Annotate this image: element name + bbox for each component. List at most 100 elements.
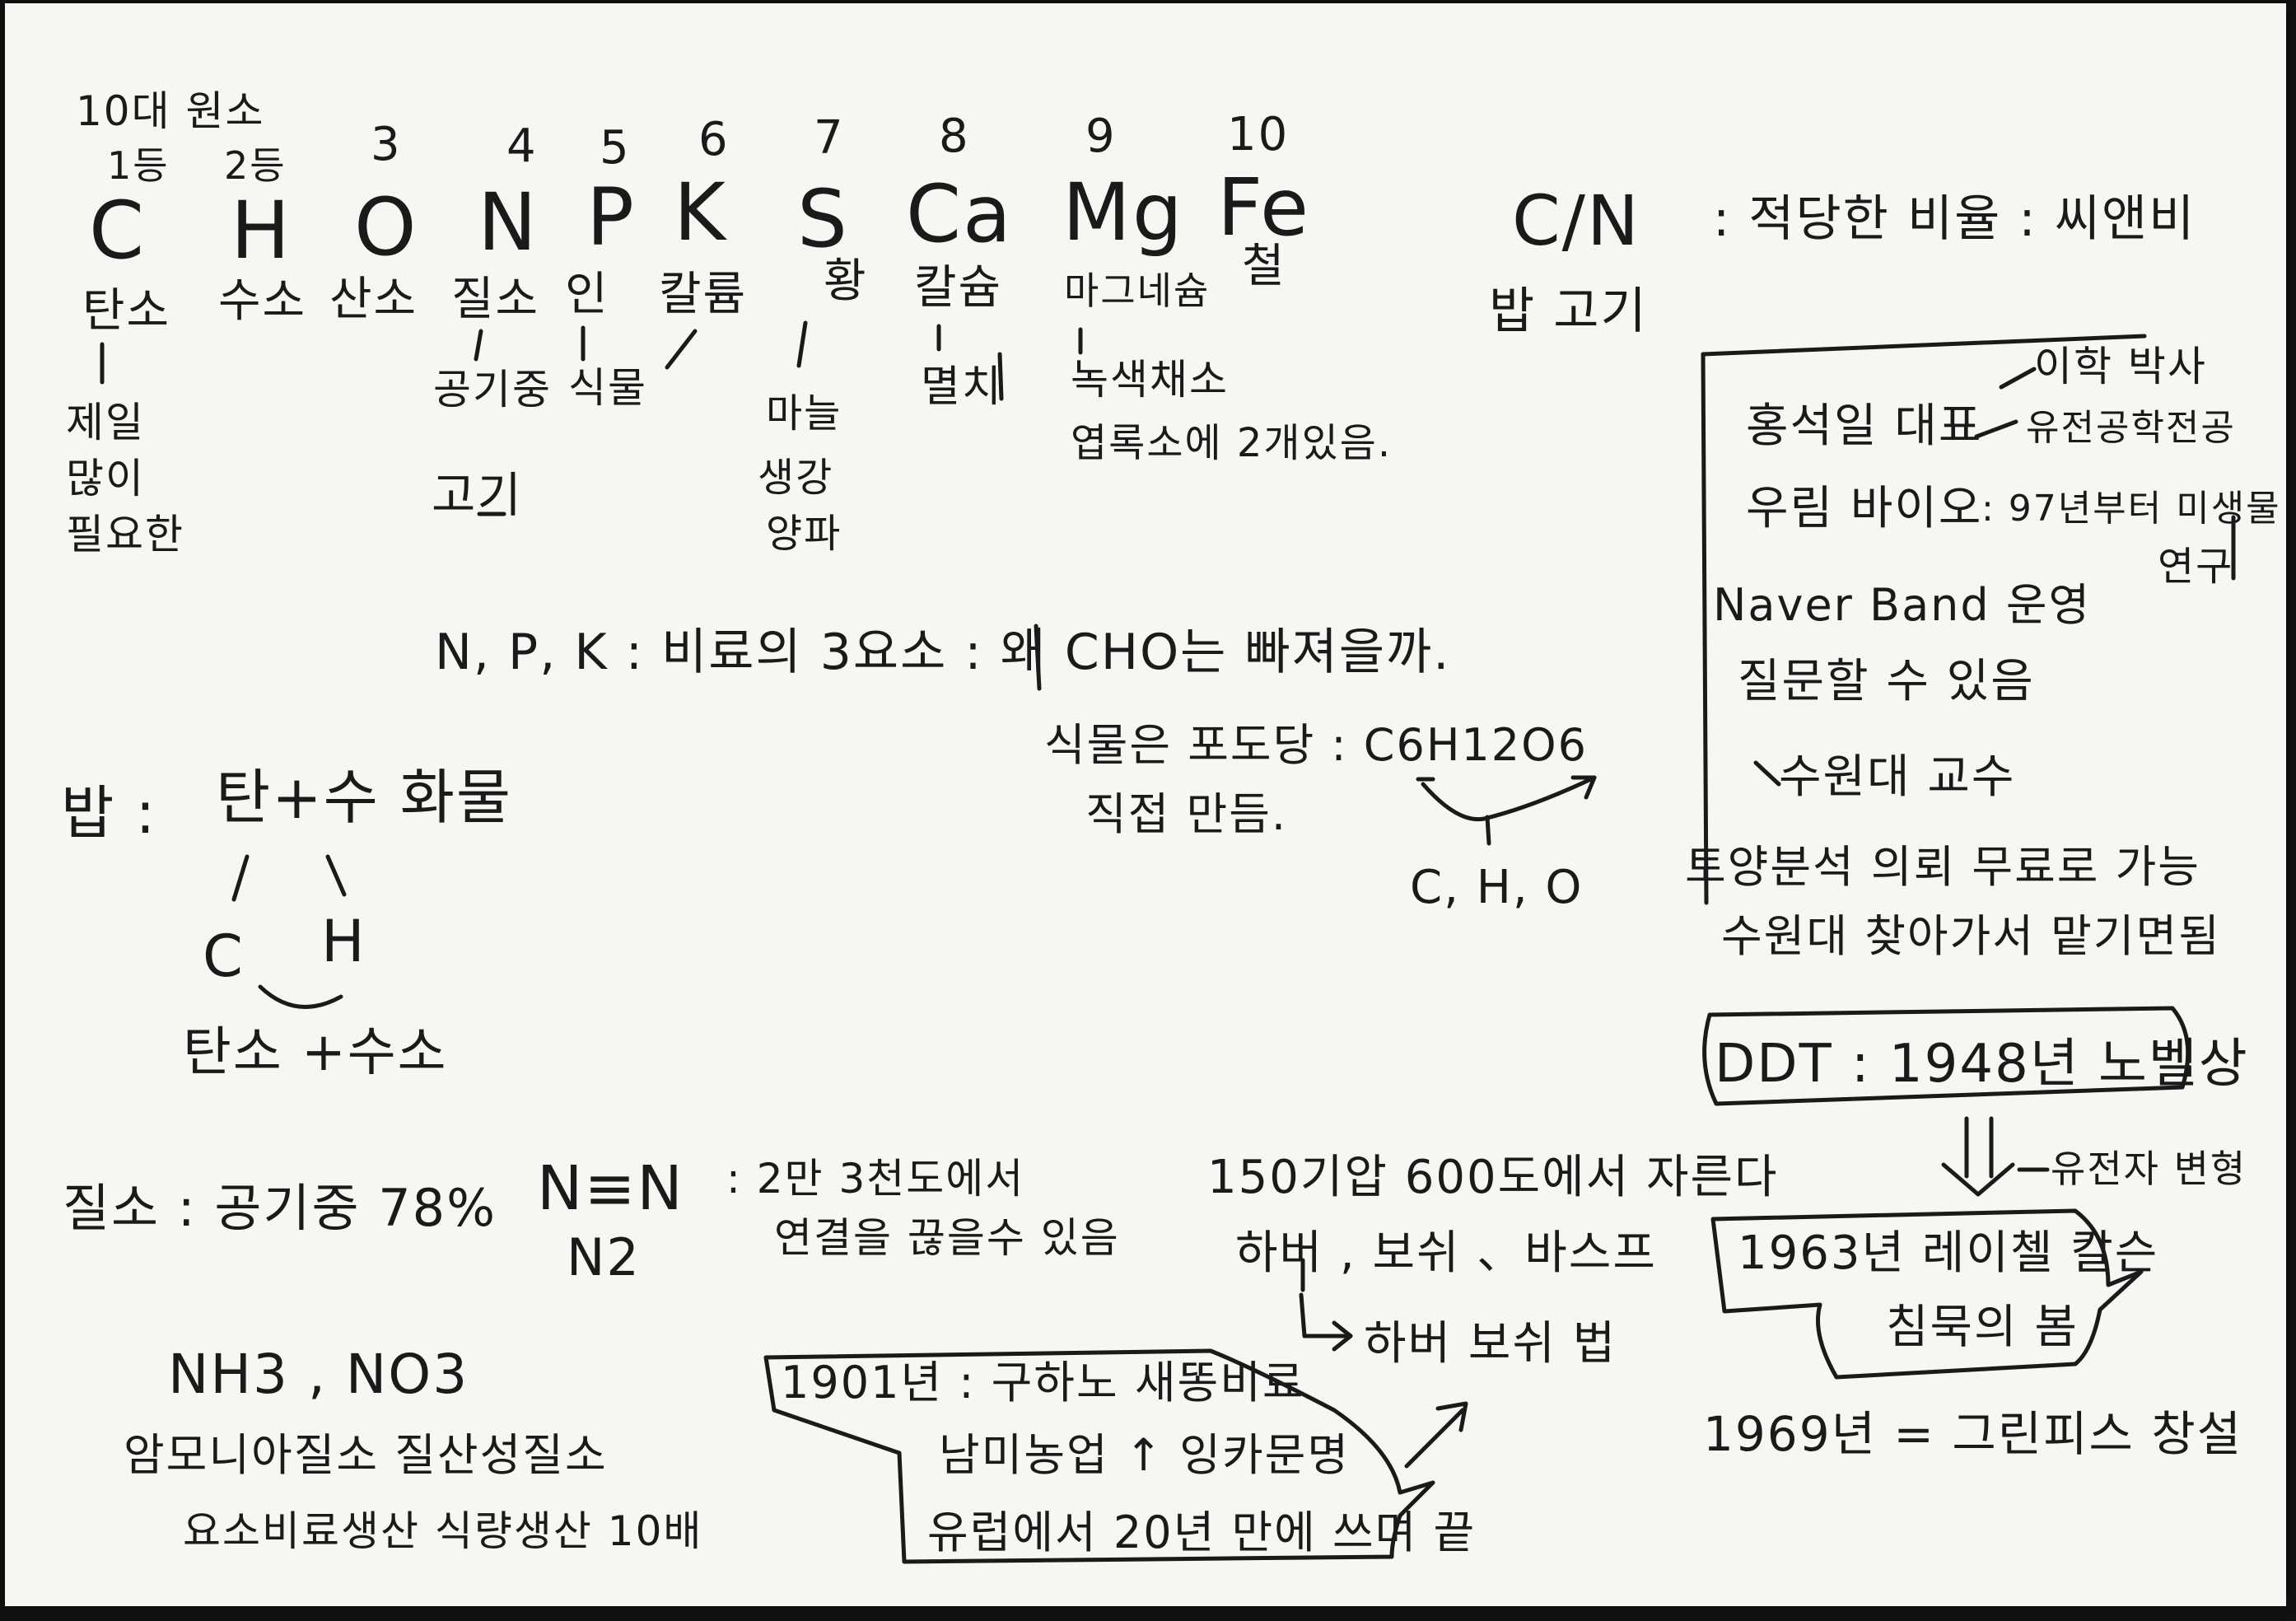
arrow-line bbox=[1299, 1292, 1353, 1338]
gene-change: 유전자 변형 bbox=[2051, 1147, 2247, 1191]
ddt-line: DDT : 1948년 노벨상 bbox=[1715, 1034, 2249, 1095]
callout-box bbox=[763, 1348, 1435, 1564]
carbon-note: 많이 bbox=[66, 455, 145, 502]
sulfur-note: 생강 bbox=[758, 455, 834, 501]
arrow-curve bbox=[1421, 775, 1597, 822]
element-name: 탄소 bbox=[82, 284, 171, 338]
magnesium-note: 엽록소에 2개있음. bbox=[1071, 420, 1393, 466]
arrow-line bbox=[1404, 1408, 1465, 1469]
box-tag: 유전공학전공 bbox=[2026, 407, 2236, 449]
nitrogen-note: 공기중 bbox=[433, 366, 552, 413]
year1901-line: 유럽에서 20년 만에 쓰며 끝 bbox=[927, 1507, 1477, 1558]
element-number: 7 bbox=[814, 111, 845, 165]
nitrogen-note: 고기 bbox=[432, 467, 523, 523]
ammonia-formula: NH3 , NO3 bbox=[168, 1343, 469, 1406]
element-number: 4 bbox=[506, 119, 538, 173]
connector-line bbox=[665, 329, 698, 370]
element-number: 3 bbox=[371, 118, 402, 171]
rice-formula: 탄+수 화물 bbox=[216, 763, 513, 832]
element-symbol: N bbox=[478, 176, 539, 269]
element-name: 철 bbox=[1242, 240, 1286, 293]
element-number: 5 bbox=[600, 121, 631, 175]
nitrogen-names: 하버 , 보쉬 、바스프 bbox=[1235, 1226, 1657, 1280]
element-number: 9 bbox=[1085, 110, 1117, 163]
box-line: Naver Band 운영 bbox=[1713, 579, 2092, 631]
tag-line bbox=[1974, 419, 2018, 439]
title: 10대 원소 bbox=[76, 87, 265, 135]
connector-curve bbox=[258, 984, 343, 1009]
element-number: 8 bbox=[939, 110, 970, 163]
photosynthesis-line: 식물은 포도당 : C6H12O6 bbox=[1044, 719, 1589, 771]
arrow-head bbox=[1941, 1162, 2015, 1197]
element-symbol: O bbox=[354, 181, 418, 273]
element-name: 칼슘 bbox=[914, 261, 1003, 315]
photosynthesis-line: 직접 만듬. bbox=[1085, 788, 1288, 840]
box-line: 수원대 찾아가서 맡기면됨 bbox=[1721, 910, 2221, 962]
box-line: 우림 바이오 bbox=[1746, 482, 1983, 535]
element-name: 산소 bbox=[329, 273, 418, 326]
tag-line bbox=[1999, 367, 2037, 390]
book-line: 1963년 레이첼 칼슨 bbox=[1738, 1226, 2159, 1280]
box-border bbox=[1701, 352, 1709, 905]
element-name: 마그네슘 bbox=[1064, 269, 1211, 313]
calcium-note: 멸치 bbox=[921, 362, 1003, 412]
ammonia-result: 요소비료생산 식량생산 10배 bbox=[183, 1507, 703, 1555]
element-number: 6 bbox=[698, 113, 730, 166]
connector-line bbox=[325, 854, 347, 897]
nitrogen-label: 질소 : 공기중 78% bbox=[63, 1178, 497, 1238]
rice-c: C bbox=[203, 923, 245, 990]
arrow-head bbox=[1332, 1320, 1353, 1352]
book-box bbox=[1710, 1208, 2144, 1380]
element-symbol: K bbox=[674, 166, 727, 259]
rank-second: 2등 bbox=[224, 143, 287, 188]
phosphorus-note: 식물 bbox=[568, 364, 647, 412]
nitrogen-triple-bond: N≡N bbox=[537, 1153, 684, 1224]
carbon-note: 필요한 bbox=[66, 511, 184, 558]
element-name: 질소 bbox=[451, 273, 540, 326]
element-number: 10 bbox=[1227, 108, 1290, 161]
element-symbol: P bbox=[586, 171, 636, 264]
nitrogen-text: 연결을 끊을수 있음 bbox=[774, 1214, 1120, 1262]
year1901-line: 1901년 : 구하노 새똥비료 bbox=[781, 1357, 1305, 1408]
magnesium-note: 녹색채소 bbox=[1071, 356, 1229, 404]
box-border bbox=[1701, 334, 2147, 357]
element-name: 황 bbox=[824, 255, 868, 308]
box-line: 수원대 교수 bbox=[1779, 750, 2016, 804]
box-tag: 연구 bbox=[2158, 544, 2234, 590]
npk-line: N, P, K : 비료의 3요소 : 왜 CHO는 빠져을까. bbox=[435, 624, 1451, 681]
photosynthesis-atoms: C, H, O bbox=[1410, 861, 1584, 914]
connector-line bbox=[231, 854, 250, 902]
greenpeace-line: 1969년 = 그린피스 창설 bbox=[1703, 1406, 2243, 1462]
nitrogen-n2: N2 bbox=[567, 1227, 641, 1287]
element-symbol: C bbox=[89, 185, 147, 277]
connector-line bbox=[796, 320, 808, 368]
box-line: 질문할 수 있음 bbox=[1738, 655, 2035, 708]
element-symbol: Ca bbox=[906, 168, 1013, 260]
book-line: 침묵의 봄 bbox=[1886, 1301, 2079, 1354]
cn-ratio-text: : 적당한 비율 : 씨앤비 bbox=[1713, 190, 2196, 248]
sulfur-note: 양파 bbox=[766, 511, 842, 557]
box-line: 토양분석 의뢰 무료로 가능 bbox=[1685, 841, 2200, 893]
ammonia-names: 암모니아질소 질산성질소 bbox=[124, 1429, 608, 1481]
element-symbol: Mg bbox=[1062, 166, 1184, 259]
rice-label: 밥 : bbox=[61, 779, 157, 847]
nitrogen-temp: 150기압 600도에서 자른다 bbox=[1207, 1151, 1779, 1204]
nitrogen-text: : 2만 3천도에서 bbox=[726, 1155, 1025, 1203]
box-tag: : 97년부터 미생물 bbox=[1981, 488, 2281, 530]
element-name: 수소 bbox=[218, 274, 307, 328]
connector-line bbox=[1485, 815, 1491, 846]
element-symbol: H bbox=[231, 185, 292, 277]
sulfur-note: 마늘 bbox=[766, 390, 842, 437]
nitrogen-method: 하버 보쉬 법 bbox=[1364, 1317, 1617, 1371]
separator-line bbox=[1034, 624, 1042, 691]
arrow-head bbox=[1570, 775, 1597, 800]
rank-first: 1등 bbox=[107, 143, 170, 188]
connector-line bbox=[474, 329, 483, 362]
arrow-head bbox=[1435, 1401, 1468, 1432]
element-name: 인 bbox=[565, 268, 609, 321]
rice-bottom: 탄소 +수소 bbox=[183, 1022, 448, 1083]
cn-formula: C/N bbox=[1512, 180, 1640, 261]
note-paper bbox=[5, 3, 2286, 1606]
year1901-line: 남미농업 ↑ 잉카문명 bbox=[939, 1429, 1351, 1481]
box-tag: 이학 박사 bbox=[2034, 343, 2207, 390]
